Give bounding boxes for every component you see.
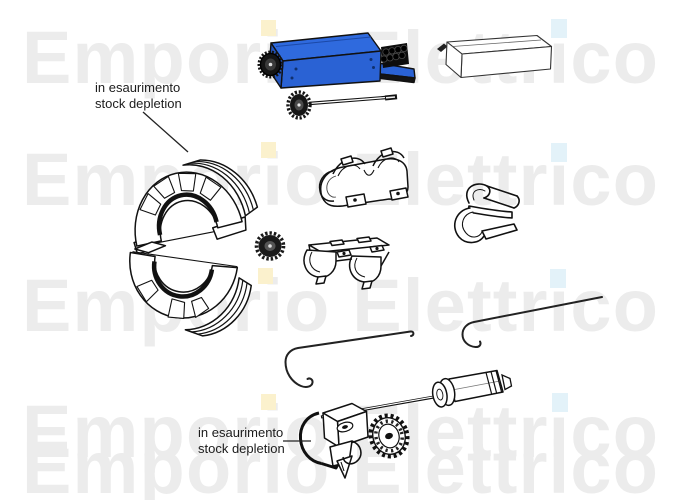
saddle-clamp-upper xyxy=(318,147,409,208)
clip-sleeve xyxy=(454,183,520,244)
stock-depletion-note-top: in esaurimento stock depletion xyxy=(95,80,182,111)
stock-depletion-note-bottom: in esaurimento stock depletion xyxy=(198,425,285,456)
watermark-i-dot-yellow xyxy=(258,268,273,284)
motor-control-unit xyxy=(257,32,448,89)
pinion-gear xyxy=(254,231,286,261)
limit-switch-bracket xyxy=(298,402,369,479)
watermark-i-dot-blue xyxy=(550,269,566,288)
ratchet-wheel xyxy=(368,413,410,459)
cover-box xyxy=(445,34,553,79)
hook-rod-short xyxy=(284,330,415,388)
watermark-i-dot-yellow xyxy=(261,142,276,158)
watermark-i-dot-blue xyxy=(552,393,568,412)
leader-line-top xyxy=(142,111,189,153)
leader-lines xyxy=(142,111,311,442)
note-line-italian: in esaurimento xyxy=(198,425,284,440)
drum-half-upper xyxy=(133,159,259,255)
pinion-gear xyxy=(286,90,312,120)
saddle-bracket-lower xyxy=(303,236,390,290)
watermark-i-dot-blue xyxy=(551,143,567,162)
hook-rod-long xyxy=(461,296,603,348)
note-line-english: stock depletion xyxy=(95,95,182,111)
watermark-i-dot-yellow xyxy=(261,394,276,410)
drive-shaft-with-pinion xyxy=(286,90,398,120)
drum-half-lower xyxy=(129,241,253,337)
note-line-english: stock depletion xyxy=(198,440,285,456)
note-line-italian: in esaurimento xyxy=(95,80,181,95)
watermark-i-dot-yellow xyxy=(261,20,276,36)
watermark-i-dot-blue xyxy=(551,19,567,38)
worm-gear-knob xyxy=(257,50,284,79)
